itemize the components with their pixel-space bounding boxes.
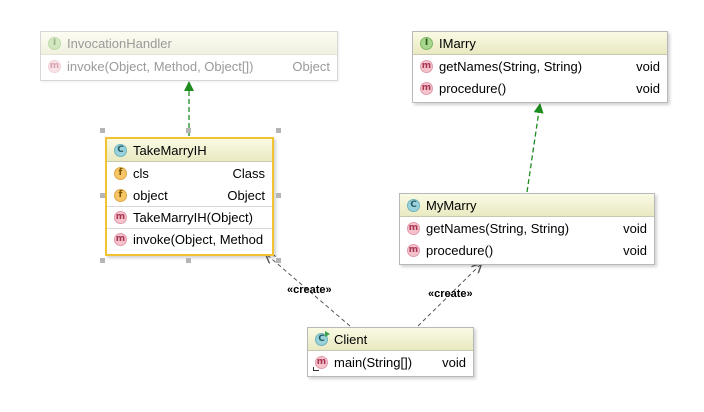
node-header: I InvocationHandler: [41, 32, 337, 55]
selection-handle[interactable]: [100, 193, 105, 198]
field-icon: f: [114, 166, 127, 180]
node-header: I IMarry: [413, 32, 667, 55]
static-method-icon: m: [313, 355, 328, 371]
method-icon: m: [407, 243, 420, 257]
method-signature: getNames(String, String): [439, 58, 583, 74]
runnable-class-icon: C: [315, 330, 330, 346]
selection-handle[interactable]: [100, 258, 105, 263]
field-type: Object: [227, 187, 265, 203]
method-icon: m: [114, 211, 127, 224]
uml-class-mymarry[interactable]: C MyMarry m getNames(String, String) voi…: [399, 193, 655, 265]
selection-handle[interactable]: [276, 128, 281, 133]
run-badge-icon: [325, 330, 330, 337]
selection-handle[interactable]: [100, 128, 105, 133]
field-name: object: [133, 187, 168, 203]
method-row[interactable]: m main(String[]) void: [308, 351, 473, 373]
interface-icon: I: [48, 36, 61, 50]
static-badge-icon: [313, 366, 319, 371]
method-row[interactable]: m invoke(Object, Method, Object[]) Objec…: [41, 55, 337, 77]
method-row[interactable]: m procedure() void: [400, 239, 654, 261]
uml-class-takemarryih[interactable]: C TakeMarryIH f cls Class f object Objec…: [105, 137, 274, 256]
node-header: C MyMarry: [400, 194, 654, 217]
selection-handle[interactable]: [186, 258, 191, 263]
method-icon: m: [114, 233, 127, 246]
field-type: Class: [232, 165, 265, 181]
method-return-type: void: [636, 58, 660, 74]
edge-client-creates-mymarry[interactable]: [417, 264, 481, 327]
edge-label-create-mymarry: «create»: [428, 288, 473, 300]
method-signature: getNames(String, String): [426, 220, 570, 236]
selection-handle[interactable]: [276, 258, 281, 263]
node-title: IMarry: [439, 35, 476, 51]
method-row[interactable]: m procedure() void: [413, 77, 667, 99]
class-icon-letter: C: [318, 333, 325, 344]
field-row[interactable]: f cls Class: [107, 162, 272, 184]
method-return-type: Object: [292, 58, 330, 74]
edge-client-creates-takemarryih[interactable]: [266, 254, 351, 327]
method-icon: m: [420, 81, 433, 95]
method-row[interactable]: m getNames(String, String) void: [400, 217, 654, 239]
class-icon: C: [114, 143, 127, 157]
constructor-signature: TakeMarryIH(Object): [133, 210, 253, 225]
node-header: C TakeMarryIH: [107, 139, 272, 162]
method-signature: invoke(Object, Method: [133, 232, 264, 247]
method-signature: main(String[]): [334, 354, 413, 370]
uml-interface-invocationhandler[interactable]: I InvocationHandler m invoke(Object, Met…: [40, 31, 338, 81]
uml-interface-imarry[interactable]: I IMarry m getNames(String, String) void…: [412, 31, 668, 103]
node-title: TakeMarryIH: [133, 142, 207, 158]
selection-handle[interactable]: [186, 128, 191, 133]
node-title: MyMarry: [426, 197, 477, 213]
edge-mymarry-implements-imarry[interactable]: [526, 103, 544, 193]
edge-label-create-takemarryih: «create»: [287, 284, 332, 296]
method-return-type: void: [636, 80, 660, 96]
field-row[interactable]: f object Object: [107, 184, 272, 206]
method-icon-letter: m: [316, 356, 327, 367]
constructor-row[interactable]: m TakeMarryIH(Object): [107, 206, 272, 228]
method-return-type: void: [623, 220, 647, 236]
method-row[interactable]: m invoke(Object, Method: [107, 228, 272, 250]
class-icon: C: [407, 198, 420, 212]
method-row[interactable]: m getNames(String, String) void: [413, 55, 667, 77]
field-icon: f: [114, 188, 127, 202]
selection-handle[interactable]: [276, 193, 281, 198]
method-return-type: void: [442, 354, 466, 370]
method-return-type: void: [623, 242, 647, 258]
node-title: Client: [334, 331, 368, 347]
method-icon: m: [407, 221, 420, 235]
interface-icon: I: [420, 36, 433, 50]
node-title: InvocationHandler: [67, 35, 172, 51]
method-signature: procedure(): [426, 242, 494, 258]
node-header: C Client: [308, 328, 473, 351]
uml-class-client[interactable]: C Client m main(String[]) void: [307, 327, 474, 377]
method-icon: m: [48, 59, 61, 73]
method-signature: procedure(): [439, 80, 507, 96]
method-icon: m: [420, 59, 433, 73]
field-name: cls: [133, 165, 149, 181]
method-signature: invoke(Object, Method, Object[]): [67, 58, 254, 74]
